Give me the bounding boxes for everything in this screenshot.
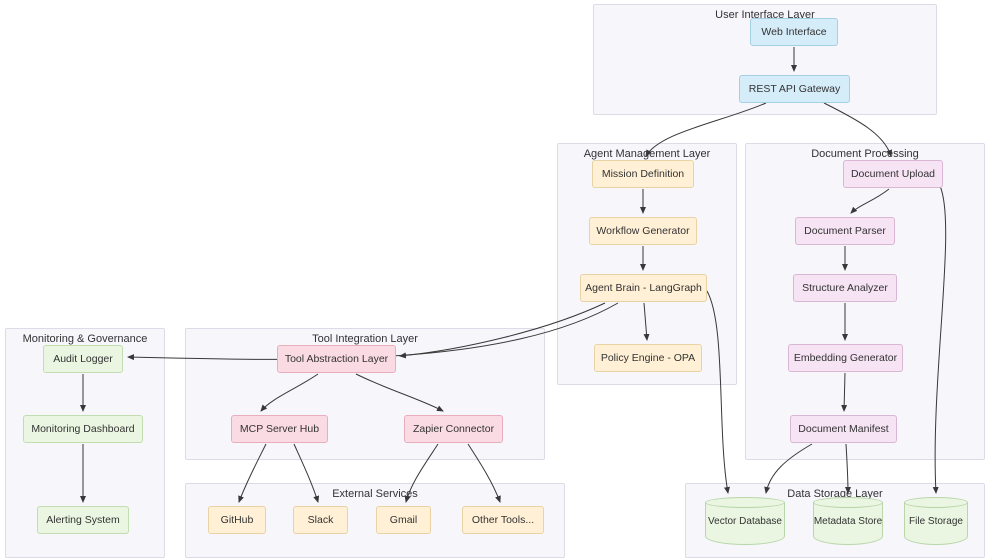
node-policy-engine-opa: Policy Engine - OPA [594,344,702,372]
cylinder-body [904,502,968,545]
node-audit-logger: Audit Logger [43,345,123,373]
node-document-manifest: Document Manifest [790,415,897,443]
node-metadata-store: Metadata Store [813,497,883,545]
node-mcp-server-hub: MCP Server Hub [231,415,328,443]
node-workflow-generator: Workflow Generator [589,217,697,245]
cylinder-body [813,502,883,545]
group-title-agent-management-layer: Agent Management Layer [583,148,711,160]
group-title-external-services: External Services [332,488,418,500]
node-other-tools: Other Tools... [462,506,544,534]
node-file-storage: File Storage [904,497,968,545]
node-gmail: Gmail [376,506,431,534]
node-embedding-generator: Embedding Generator [788,344,903,372]
node-zapier-connector: Zapier Connector [404,415,503,443]
node-monitoring-dashboard: Monitoring Dashboard [23,415,143,443]
cylinder-label: Metadata Store [813,516,883,527]
node-agent-brain-langgraph: Agent Brain - LangGraph [580,274,707,302]
node-document-parser: Document Parser [795,217,895,245]
cylinder-label: Vector Database [708,516,782,527]
cylinder-body [705,502,785,545]
node-mission-definition: Mission Definition [592,160,694,188]
node-tool-abstraction-layer: Tool Abstraction Layer [277,345,396,373]
node-web-interface: Web Interface [750,18,838,46]
group-title-document-processing: Document Processing [811,148,919,160]
node-structure-analyzer: Structure Analyzer [793,274,897,302]
group-title-tool-integration-layer: Tool Integration Layer [312,333,418,345]
node-document-upload: Document Upload [843,160,943,188]
cylinder-top [904,497,968,508]
cylinder-top [705,497,785,508]
cylinder-label: File Storage [909,516,963,527]
node-vector-database: Vector Database [705,497,785,545]
cylinder-top [813,497,883,508]
node-slack: Slack [293,506,348,534]
node-github: GitHub [208,506,266,534]
group-title-monitoring-governance: Monitoring & Governance [22,333,148,345]
node-alerting-system: Alerting System [37,506,129,534]
node-rest-api-gateway: REST API Gateway [739,75,850,103]
